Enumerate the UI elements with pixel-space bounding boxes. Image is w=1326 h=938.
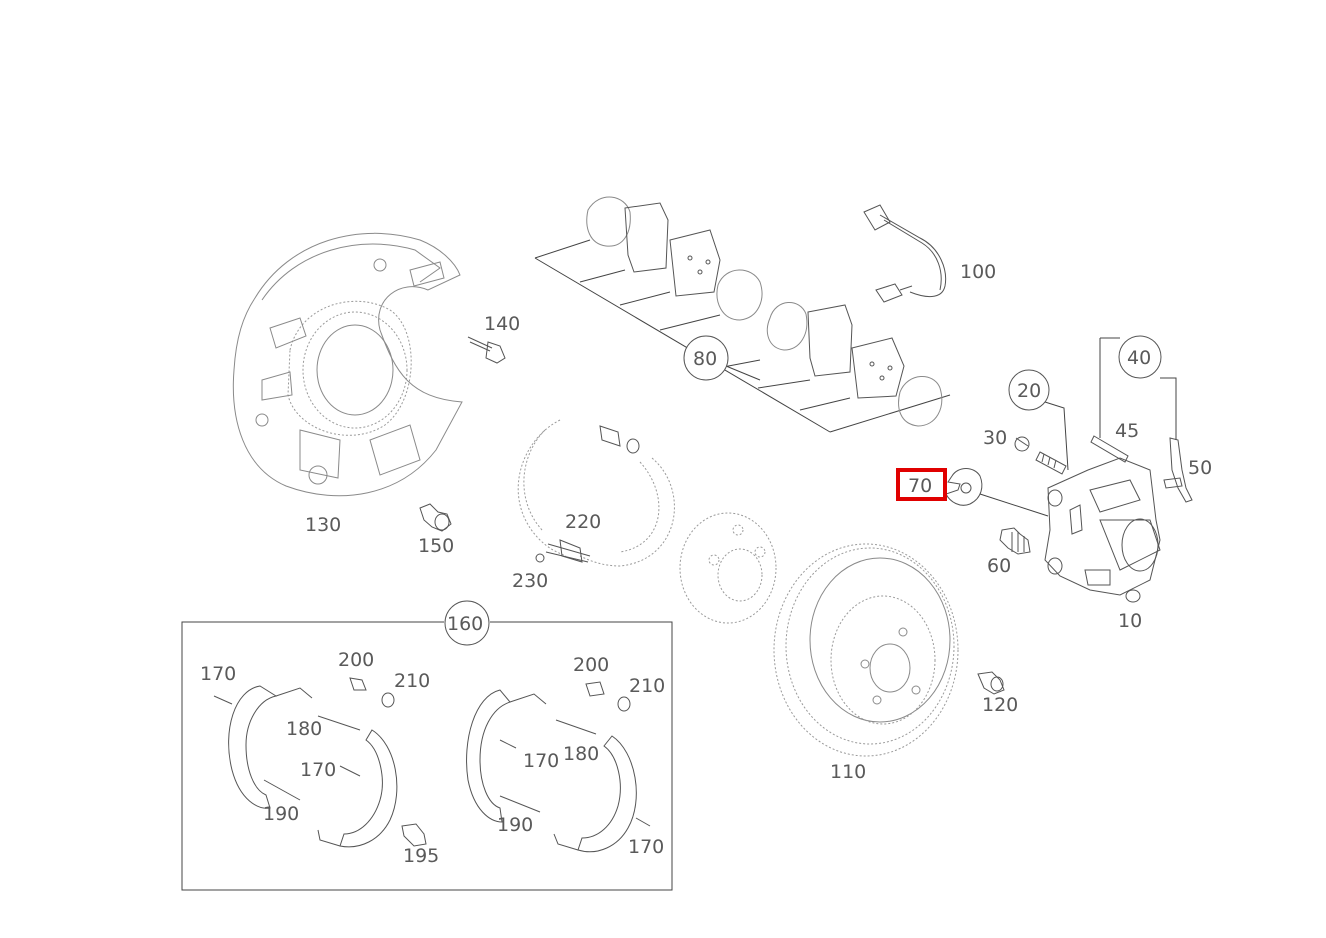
part-100-wear-sensor[interactable] — [863, 204, 947, 303]
part-10-caliper[interactable] — [1044, 457, 1161, 603]
label-170-a[interactable]: 170 — [200, 663, 236, 685]
part-80-brake-pads[interactable] — [534, 196, 951, 433]
part-20-guide-pin[interactable] — [1035, 451, 1067, 475]
part-130-backing-plate[interactable] — [232, 232, 463, 497]
label-20[interactable]: 20 — [1017, 380, 1041, 402]
label-200-b[interactable]: 200 — [573, 654, 609, 676]
label-130[interactable]: 130 — [305, 514, 341, 536]
label-180-b[interactable]: 180 — [563, 743, 599, 765]
label-220[interactable]: 220 — [565, 511, 601, 533]
part-150-bolt[interactable] — [419, 503, 452, 532]
part-230-spring[interactable] — [535, 553, 545, 563]
leader-lines — [181, 337, 1177, 891]
label-30[interactable]: 30 — [983, 427, 1007, 449]
part-110-brake-disc[interactable] — [773, 543, 959, 757]
label-210-a[interactable]: 210 — [394, 670, 430, 692]
label-40[interactable]: 40 — [1127, 347, 1151, 369]
label-120[interactable]: 120 — [982, 694, 1018, 716]
label-170-c[interactable]: 170 — [523, 750, 559, 772]
selected-part-highlight — [896, 468, 947, 501]
label-80[interactable]: 80 — [693, 348, 717, 370]
label-150[interactable]: 150 — [418, 535, 454, 557]
label-190-b[interactable]: 190 — [497, 814, 533, 836]
part-45-bolt[interactable] — [1090, 435, 1129, 463]
callout-circle-80 — [683, 335, 729, 381]
label-210-b[interactable]: 210 — [629, 675, 665, 697]
label-140[interactable]: 140 — [484, 313, 520, 335]
label-200-a[interactable]: 200 — [338, 649, 374, 671]
label-170-b[interactable]: 170 — [300, 759, 336, 781]
label-190-a[interactable]: 190 — [263, 803, 299, 825]
part-140-bolt[interactable] — [467, 336, 506, 364]
label-160[interactable]: 160 — [447, 613, 483, 635]
part-30-cap[interactable] — [1014, 436, 1030, 452]
callout-circle-40 — [1118, 335, 1162, 379]
label-180-a[interactable]: 180 — [286, 718, 322, 740]
label-60[interactable]: 60 — [987, 555, 1011, 577]
part-120-screw[interactable] — [977, 671, 1005, 695]
label-230[interactable]: 230 — [512, 570, 548, 592]
label-50[interactable]: 50 — [1188, 457, 1212, 479]
part-60-bleeder[interactable] — [999, 527, 1031, 555]
label-100[interactable]: 100 — [960, 261, 996, 283]
label-195[interactable]: 195 — [403, 845, 439, 867]
label-170-d[interactable]: 170 — [628, 836, 664, 858]
part-hub — [679, 512, 777, 624]
callout-circle-20 — [1008, 369, 1050, 411]
label-45[interactable]: 45 — [1115, 420, 1139, 442]
part-70-wrench[interactable] — [945, 468, 983, 506]
part-160-shoe-kit[interactable] — [213, 677, 651, 853]
label-10[interactable]: 10 — [1118, 610, 1142, 632]
callout-circle-160 — [444, 600, 490, 646]
part-220-adjuster[interactable] — [517, 419, 675, 567]
label-70[interactable]: 70 — [908, 475, 932, 497]
part-50-bracket[interactable] — [1163, 437, 1193, 503]
label-110[interactable]: 110 — [830, 761, 866, 783]
